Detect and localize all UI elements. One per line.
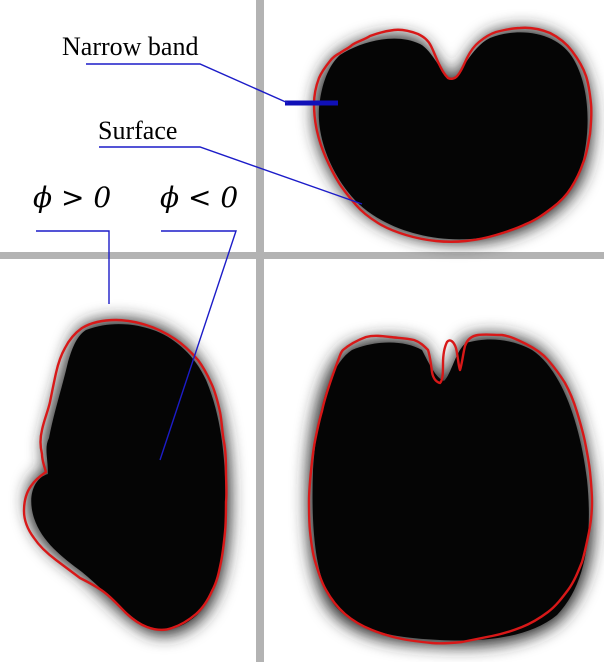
narrow-band-leader: [86, 63, 289, 104]
shape-bottom-right-contour: [307, 333, 594, 645]
shape-bottom-left-fill: [31, 324, 226, 630]
horizontal-divider: [0, 252, 604, 259]
shape-top-right-fill: [318, 32, 588, 240]
shape-bottom-left: [22, 318, 231, 636]
shape-top-right: [312, 26, 593, 244]
phi-negative-label: ϕ < 0: [160, 181, 238, 214]
shape-top-right-contour: [312, 26, 593, 243]
phi-negative-leader: [159, 230, 237, 461]
surface-leader: [99, 146, 363, 205]
surface-label: Surface: [98, 116, 177, 145]
phi-positive-label: ϕ > 0: [33, 181, 111, 214]
shape-bottom-left-contour: [22, 318, 228, 631]
phi-positive-leader: [36, 230, 110, 304]
shape-bottom-right-fill: [312, 339, 589, 641]
shape-bottom-right: [307, 333, 594, 647]
vertical-divider-top: [256, 0, 264, 662]
narrow-band-label: Narrow band: [62, 32, 198, 61]
